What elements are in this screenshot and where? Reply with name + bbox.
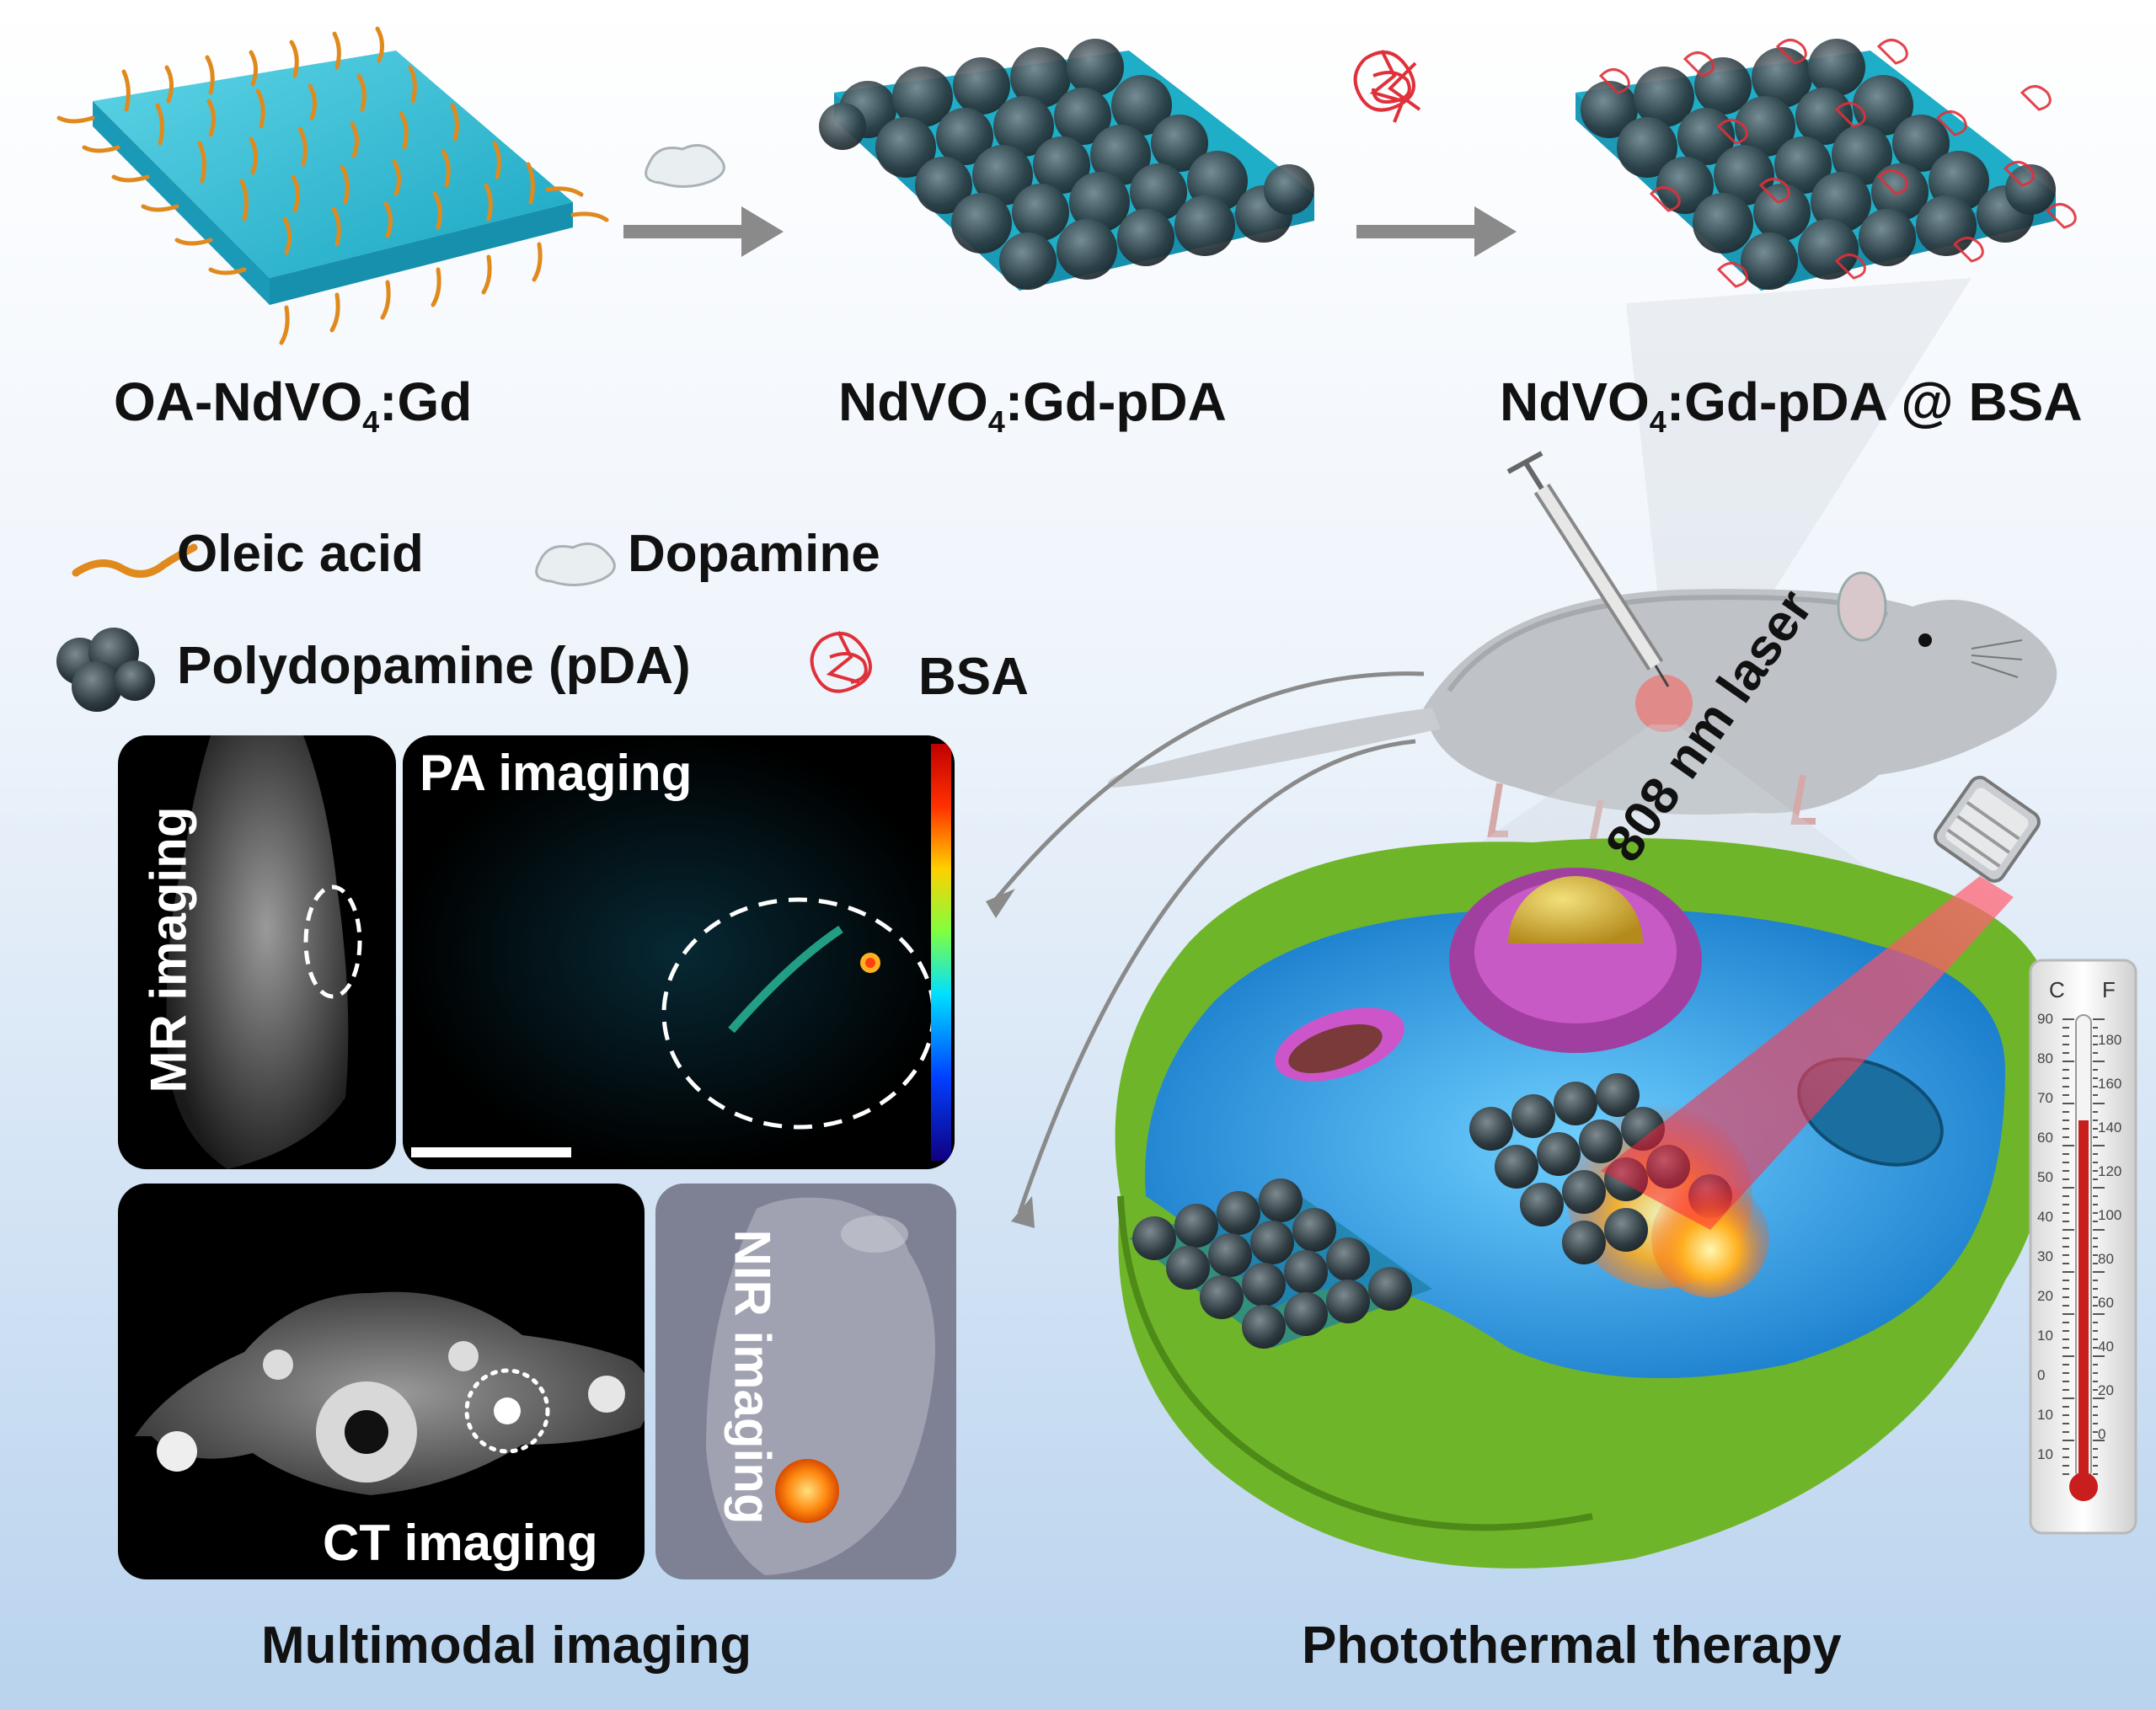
thermometer-f-tick: 100: [2098, 1207, 2122, 1223]
thermometer-icon: [2029, 959, 2137, 1535]
thermometer-c-tick: 80: [2037, 1050, 2053, 1066]
legend-icons: [56, 542, 872, 712]
zoom-cone-bottom: [1432, 724, 1879, 876]
thermometer-f-tick: 140: [2098, 1120, 2122, 1136]
mr-imaging-label: MR imaging: [140, 806, 197, 1093]
thermometer-c-tick: 50: [2037, 1169, 2053, 1185]
arrow-step-1: [623, 144, 784, 257]
nir-imaging-label: NIR imaging: [724, 1229, 781, 1525]
thermometer-c-label: C: [2049, 977, 2065, 1002]
thermometer-c-tick: 40: [2037, 1209, 2053, 1225]
pa-imaging-label: PA imaging: [420, 745, 693, 801]
photothermal-therapy-title: Photothermal therapy: [1302, 1616, 1842, 1675]
oleic-acid-icon: [72, 543, 198, 578]
legend-bsa-label: BSA: [918, 648, 1029, 706]
thermometer-c-tick: 90: [2037, 1011, 2053, 1027]
polydopamine-icon: [56, 628, 155, 712]
thermometer-f-label: F: [2102, 977, 2116, 1002]
multimodal-imaging-title: Multimodal imaging: [261, 1616, 752, 1675]
zoom-cone-top: [1626, 278, 1971, 691]
thermometer-f-tick: 60: [2098, 1295, 2114, 1311]
bsa-icon: [810, 631, 872, 693]
thermometer-c-tick: 10: [2037, 1407, 2053, 1423]
thermometer-f-tick: 20: [2098, 1382, 2114, 1398]
nir-imaging-panel: NIR imaging: [655, 1184, 956, 1579]
ct-roi-circle: [464, 1368, 550, 1454]
thermometer-f-tick: 120: [2098, 1163, 2122, 1179]
arrow-step-2: [1353, 50, 1517, 257]
thermometer-c-tick: 70: [2037, 1090, 2053, 1106]
thermometer-c-tick: 60: [2037, 1130, 2053, 1146]
legend-dopamine-label: Dopamine: [628, 525, 880, 583]
stage-label-oa: OA-NdVO4:Gd: [114, 371, 473, 439]
arrow-to-mr-pa: [992, 671, 1425, 903]
thermometer-c-tick: 0: [2037, 1367, 2046, 1383]
stage-label-pda: NdVO4:Gd-pDA: [838, 371, 1227, 439]
thermometer-c-tick: 20: [2037, 1288, 2053, 1304]
cell-nanosheet-left: [1129, 1178, 1432, 1349]
laser-device-icon: [1934, 775, 2041, 883]
thermometer-f-tick: 0: [2098, 1426, 2106, 1442]
pa-color-scale: [931, 744, 951, 1161]
thermometer-c-tick: 30: [2037, 1248, 2053, 1264]
ndvo4-pda-sheet: [819, 39, 1314, 291]
dopamine-icon: [535, 542, 616, 586]
thermometer-f-tick: 40: [2098, 1339, 2114, 1355]
thermometer-f-tick: 180: [2098, 1032, 2122, 1048]
ndvo4-pda-bsa-sheet: [1576, 39, 2077, 291]
mr-imaging-panel: MR imaging: [118, 735, 396, 1169]
mouse-illustration: [1108, 451, 2057, 846]
thermometer-c-tick: 10: [2037, 1446, 2053, 1462]
stage-label-pda-bsa: NdVO4:Gd-pDA @ BSA: [1500, 371, 2083, 439]
mr-roi-ellipse: [303, 884, 362, 999]
thermometer-c-tick: 10: [2037, 1328, 2053, 1344]
pa-imaging-panel: PA imaging: [403, 735, 955, 1169]
mitochondrion: [1275, 1007, 1404, 1082]
legend-polydopamine-label: Polydopamine (pDA): [177, 637, 691, 695]
thermometer-f-tick: 80: [2098, 1251, 2114, 1267]
nucleus: [1449, 868, 1702, 1053]
arrow-to-ct-nir: [1017, 739, 1416, 1214]
thermometer-f-tick: 160: [2098, 1076, 2122, 1092]
laser-illustration: [1601, 775, 2041, 1230]
ct-imaging-label: CT imaging: [323, 1515, 598, 1571]
ct-imaging-panel: CT imaging: [118, 1184, 645, 1579]
syringe-icon: [1506, 451, 1670, 687]
legend-oleic-label: Oleic acid: [177, 525, 424, 583]
oa-ndvo4-sheet: [56, 26, 609, 345]
